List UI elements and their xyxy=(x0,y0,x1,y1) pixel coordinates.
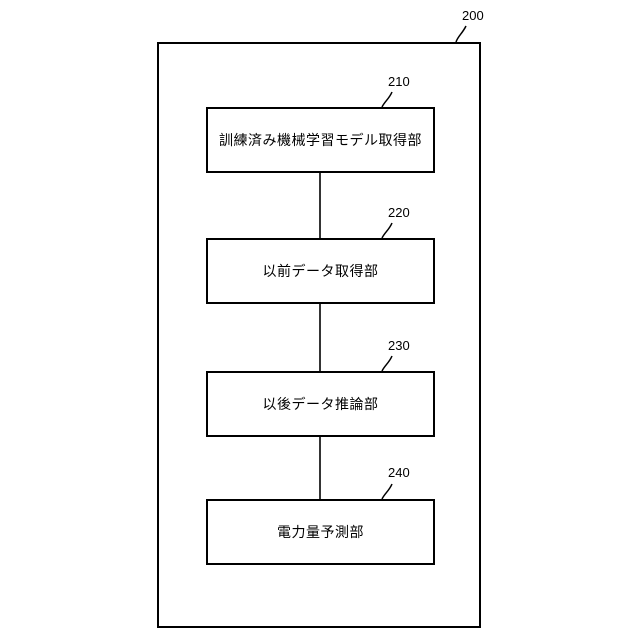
block-previous-data-acquisition: 以前データ取得部 xyxy=(206,238,435,304)
ref-label-200: 200 xyxy=(462,9,484,23)
leader-200 xyxy=(456,26,466,42)
block-label: 以前データ取得部 xyxy=(263,261,379,281)
ref-label-210: 210 xyxy=(388,75,410,89)
block-subsequent-data-inference: 以後データ推論部 xyxy=(206,371,435,437)
ref-label-220: 220 xyxy=(388,206,410,220)
block-label: 以後データ推論部 xyxy=(263,394,379,414)
block-power-amount-prediction: 電力量予測部 xyxy=(206,499,435,565)
block-label: 電力量予測部 xyxy=(277,522,364,542)
ref-label-230: 230 xyxy=(388,339,410,353)
block-label: 訓練済み機械学習モデル取得部 xyxy=(219,130,422,150)
block-trained-model-acquisition: 訓練済み機械学習モデル取得部 xyxy=(206,107,435,173)
ref-label-240: 240 xyxy=(388,466,410,480)
